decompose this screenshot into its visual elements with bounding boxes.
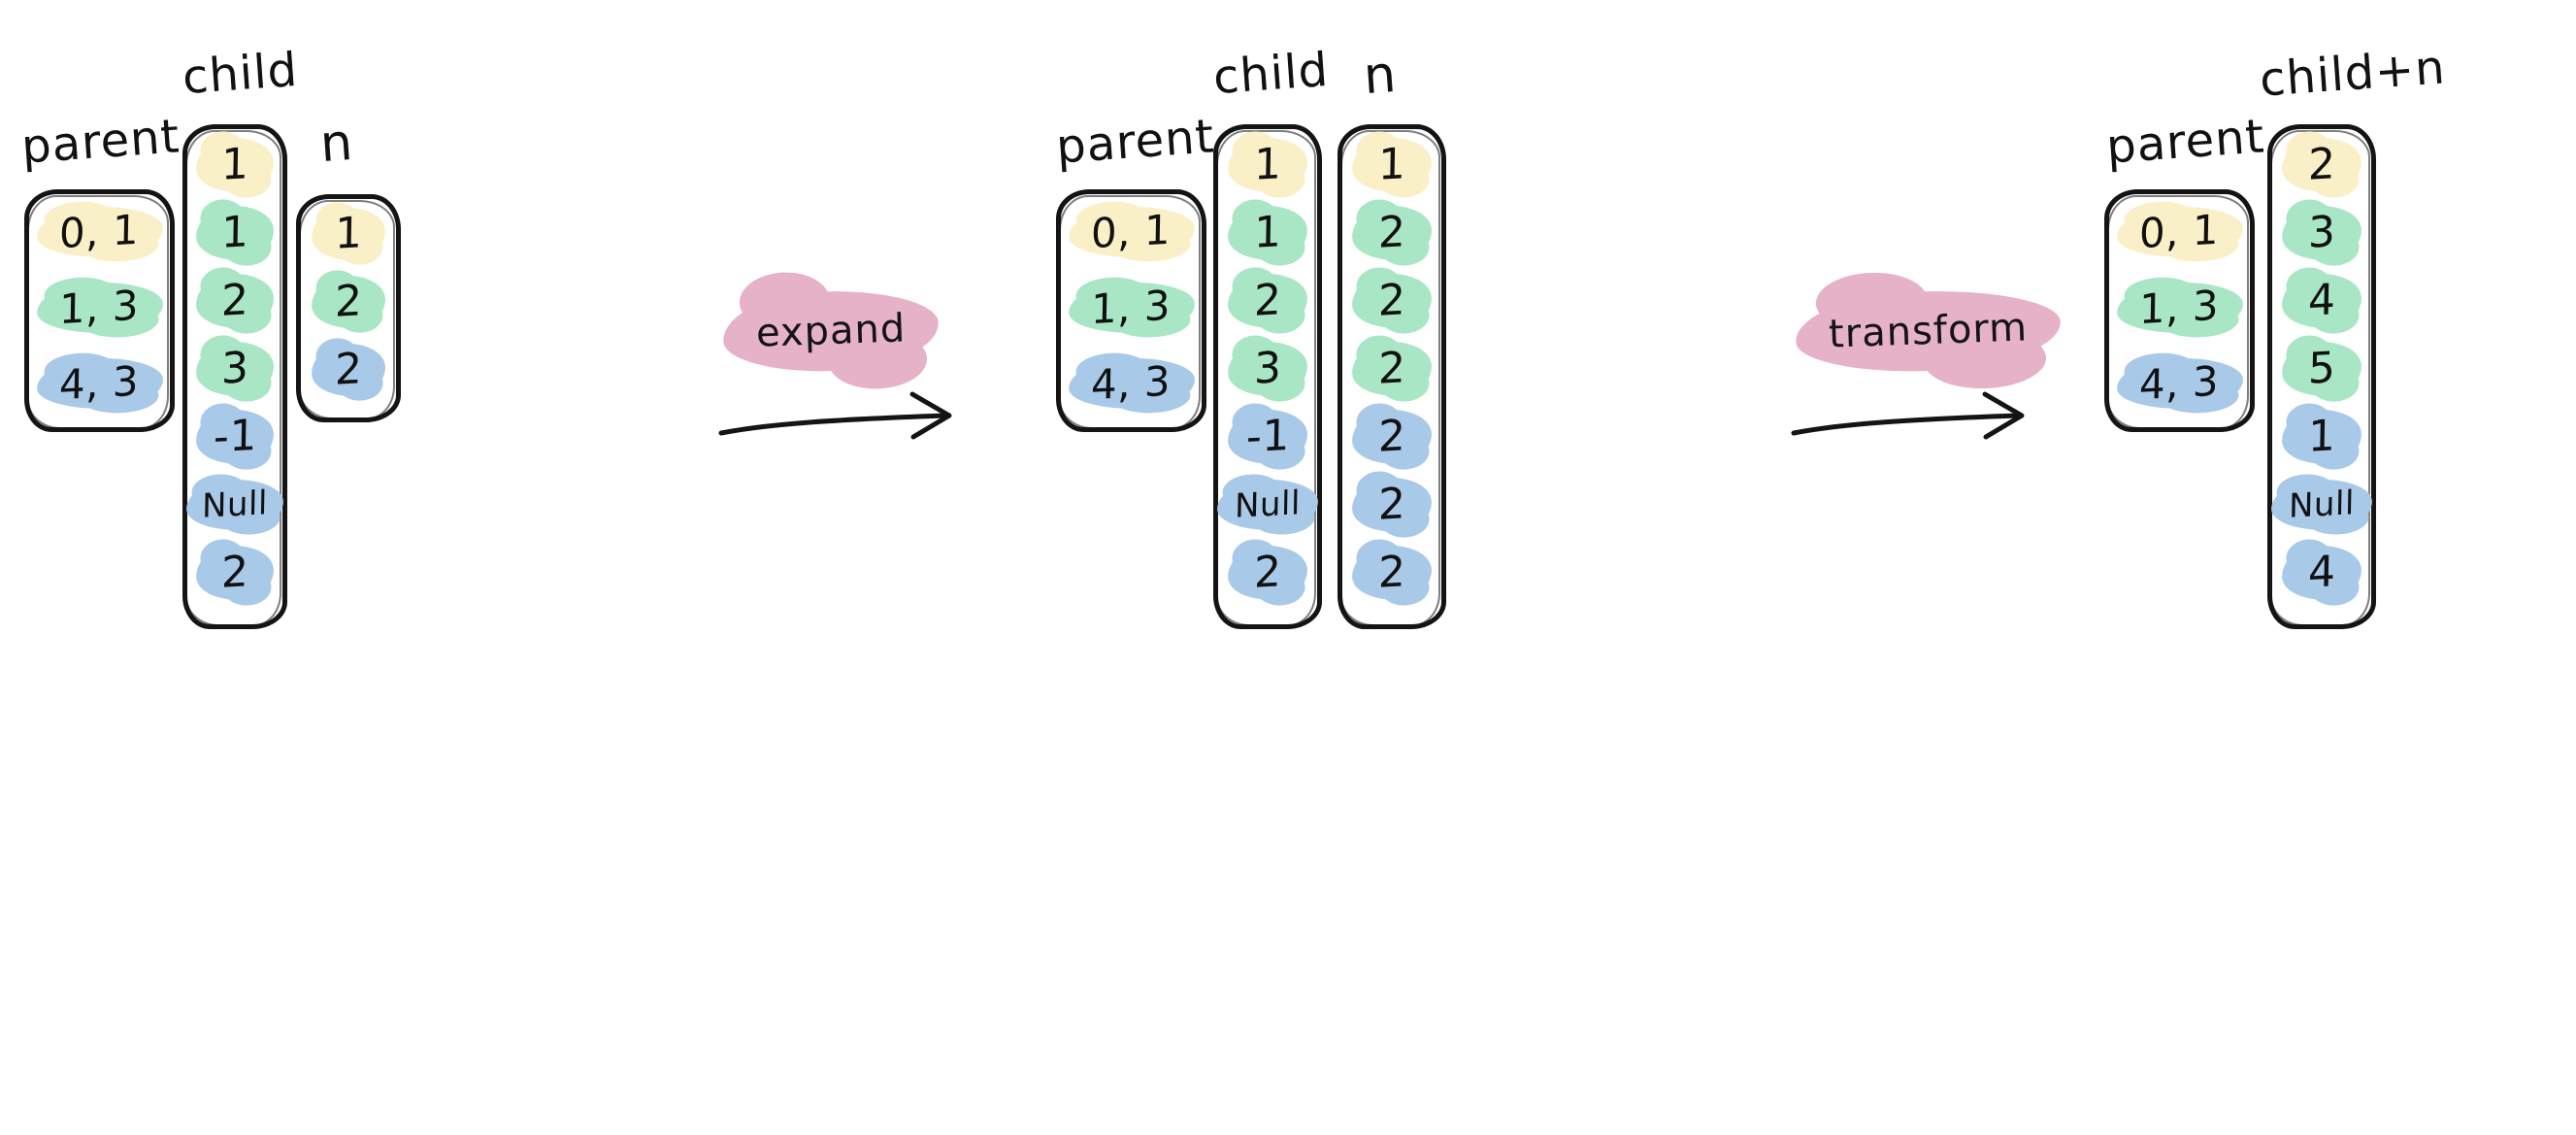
cell: 2	[1346, 474, 1437, 536]
cell: 2	[1222, 270, 1313, 332]
column-label-childn-transformed: child+n	[2258, 40, 2448, 108]
cell: 5	[2276, 338, 2367, 400]
cell-list: 1 2 2 2 2 2 2	[1338, 124, 1446, 629]
cell: 3	[190, 338, 280, 400]
cell: Null	[1216, 474, 1319, 536]
cell-list: 2 3 4 5 1 Null 4	[2267, 124, 2376, 629]
cell: 4, 3	[33, 352, 167, 415]
operation-label-pill: expand	[721, 287, 941, 375]
cell: 3	[1222, 338, 1313, 400]
cell: 4, 3	[2113, 352, 2247, 415]
column-n-expanded: 1 2 2 2 2 2 2	[1338, 124, 1446, 629]
cell: 0, 1	[2113, 201, 2247, 263]
cell: Null	[185, 474, 284, 536]
cell: Null	[2270, 474, 2373, 536]
column-parent-transformed: 0, 1 1, 3 4, 3	[2104, 189, 2255, 432]
cell: -1	[1222, 406, 1313, 468]
cell: 1	[1222, 134, 1313, 196]
arrow-right-icon	[718, 391, 952, 440]
cell: 4	[2276, 270, 2367, 332]
column-child-before: 1 1 2 3 -1 Null 2	[182, 124, 287, 629]
cell: 4, 3	[1065, 352, 1199, 415]
column-label-child-before: child	[181, 42, 300, 106]
stage-transformed: parent 0, 1 1, 3 4, 3 child+n	[2077, 0, 2576, 1135]
cell: 2	[1222, 542, 1313, 604]
column-parent-expanded: 0, 1 1, 3 4, 3	[1056, 189, 1206, 432]
column-label-parent-expanded: parent	[1054, 109, 1217, 175]
column-label-parent-transformed: parent	[2104, 109, 2267, 175]
arrow-right-icon	[1791, 391, 2025, 440]
cell: 2	[304, 274, 393, 330]
column-childn-transformed: 2 3 4 5 1 Null 4	[2267, 124, 2376, 629]
column-label-n-before: n	[317, 113, 356, 175]
operation-expand: expand	[718, 287, 1005, 447]
cell: 2	[190, 542, 280, 604]
cell-list: 0, 1 1, 3 4, 3	[1056, 189, 1206, 432]
cell-list: 0, 1 1, 3 4, 3	[24, 189, 175, 432]
cell: 1, 3	[2113, 277, 2247, 339]
cell: 2	[190, 270, 280, 332]
cell-list: 1 1 2 3 -1 Null 2	[1213, 124, 1322, 629]
column-label-parent-before: parent	[19, 109, 182, 175]
cell-list: 1 1 2 3 -1 Null 2	[182, 124, 287, 629]
cell: -1	[190, 406, 280, 468]
cell: 2	[304, 342, 393, 398]
operation-transform: transform	[1791, 286, 2077, 447]
cell: 1	[1222, 202, 1313, 264]
cell: 2	[1346, 202, 1437, 264]
cell: 1	[190, 134, 280, 196]
cell: 2	[1346, 542, 1437, 604]
cell: 4	[2276, 542, 2367, 604]
cell: 1, 3	[1065, 277, 1199, 339]
column-label-child-expanded: child	[1211, 42, 1331, 106]
operation-label-pill: transform	[1794, 286, 2063, 376]
cell: 1	[1346, 134, 1437, 196]
column-child-expanded: 1 1 2 3 -1 Null 2	[1213, 124, 1322, 629]
cell: 0, 1	[33, 201, 167, 263]
cell: 0, 1	[1065, 201, 1199, 263]
cell: 3	[2276, 202, 2367, 264]
cell: 2	[1346, 338, 1437, 400]
cell: 2	[1346, 270, 1437, 332]
cell: 2	[1346, 406, 1437, 468]
cell: 1	[2276, 406, 2367, 468]
column-parent-before: 0, 1 1, 3 4, 3	[24, 189, 175, 432]
column-n-before: 1 2 2	[296, 194, 401, 422]
stage-expanded: parent 0, 1 1, 3 4, 3 child	[1029, 0, 1767, 1135]
cell: 1	[190, 202, 280, 264]
cell-list: 1 2 2	[296, 194, 401, 422]
cell: 1, 3	[33, 277, 167, 339]
cell: 2	[2276, 134, 2367, 196]
stage-before: parent 0, 1 1, 3 4, 3 child	[0, 0, 699, 1135]
column-label-n-expanded: n	[1361, 45, 1400, 107]
cell-list: 0, 1 1, 3 4, 3	[2104, 189, 2255, 432]
cell: 1	[304, 206, 393, 262]
